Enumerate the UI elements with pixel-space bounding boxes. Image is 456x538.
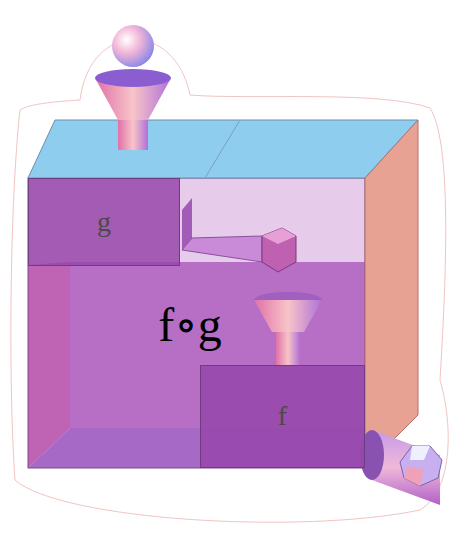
machine-label: f: [278, 401, 287, 432]
f-funnel-neck: [276, 332, 300, 366]
front-face: [28, 178, 365, 468]
g-machine: g: [28, 178, 180, 266]
output-polyhedron-face: [410, 446, 430, 460]
chute-cube-top: [262, 228, 296, 244]
f-funnel: [254, 300, 322, 332]
top-seam: [205, 120, 240, 178]
chute-cube: [262, 228, 296, 272]
top-face: [28, 120, 418, 178]
halo-outline: [11, 39, 448, 522]
f-machine: f: [200, 365, 365, 468]
composite-machine: f∘g g f: [28, 178, 365, 468]
output-polyhedron-face: [404, 466, 424, 486]
output-polyhedron: [400, 446, 442, 486]
machine-title: f∘g: [158, 299, 222, 352]
machine-label: g: [97, 207, 111, 238]
chute-trough: [182, 236, 262, 262]
g-funnel-mouth: [95, 69, 171, 87]
input-ball: [112, 25, 154, 67]
right-face: [365, 120, 418, 468]
g-funnel-neck: [118, 118, 148, 150]
